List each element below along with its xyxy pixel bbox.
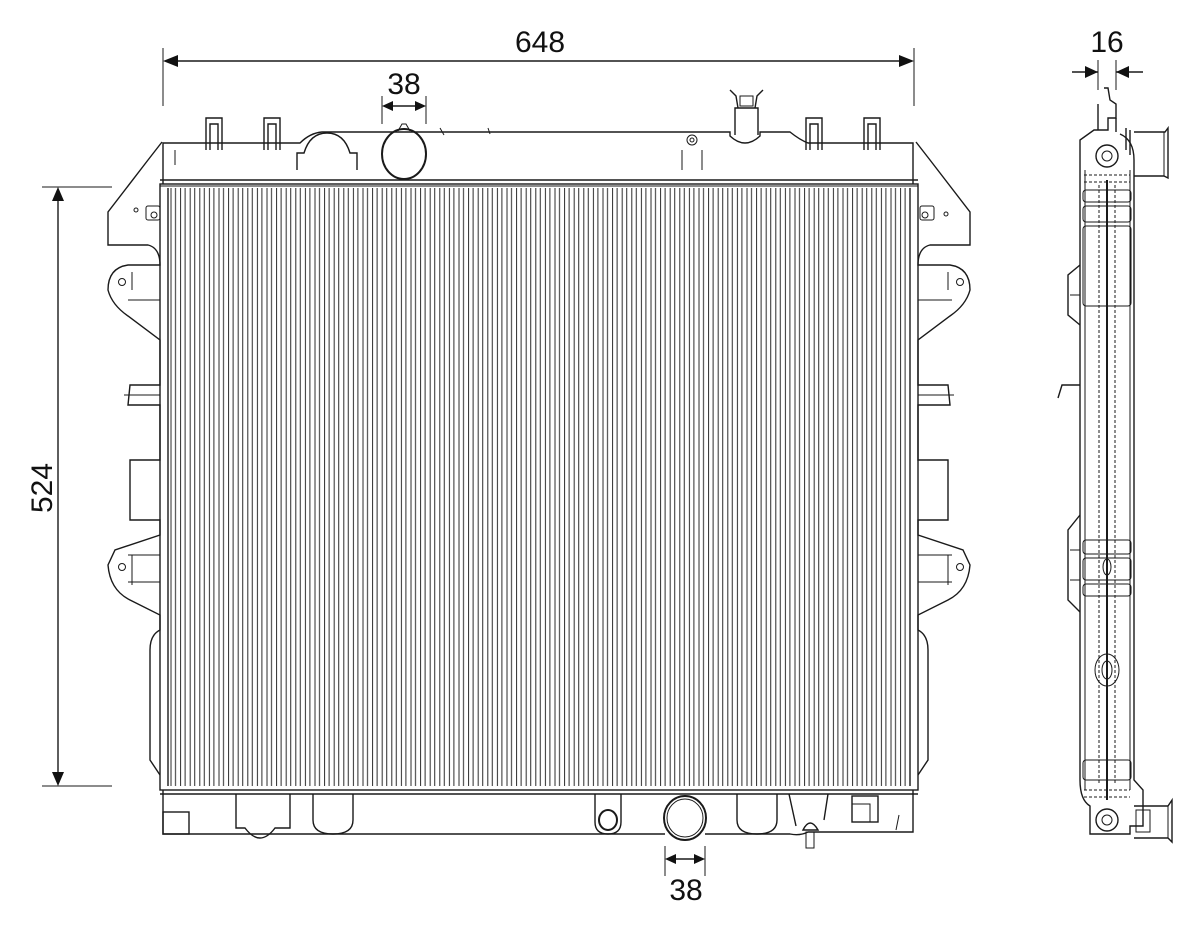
radiator-core — [159, 183, 919, 791]
filler-neck — [729, 89, 764, 135]
dimension-core-depth: 16 — [1072, 26, 1143, 90]
bottom-tank — [160, 790, 918, 849]
dimension-outlet-diameter: 38 — [664, 846, 706, 907]
top-tank — [160, 89, 918, 187]
core-depth-label: 16 — [1090, 26, 1123, 59]
width-label: 648 — [515, 26, 565, 59]
drain-plug — [801, 822, 820, 849]
inlet-diameter-label: 38 — [387, 68, 420, 101]
core-height-label: 524 — [26, 463, 59, 513]
side-view — [1057, 87, 1173, 844]
dimension-inlet-diameter: 38 — [381, 68, 427, 124]
left-side-bracket — [107, 141, 163, 776]
right-side-bracket — [915, 141, 971, 776]
outlet-diameter-label: 38 — [669, 874, 702, 907]
dimension-width: 648 — [162, 26, 915, 106]
inlet-pipe — [381, 123, 427, 180]
side-view-cells — [1082, 189, 1132, 781]
front-view — [107, 89, 971, 849]
outlet-pipe — [663, 795, 707, 841]
dimension-core-height: 524 — [26, 186, 112, 787]
